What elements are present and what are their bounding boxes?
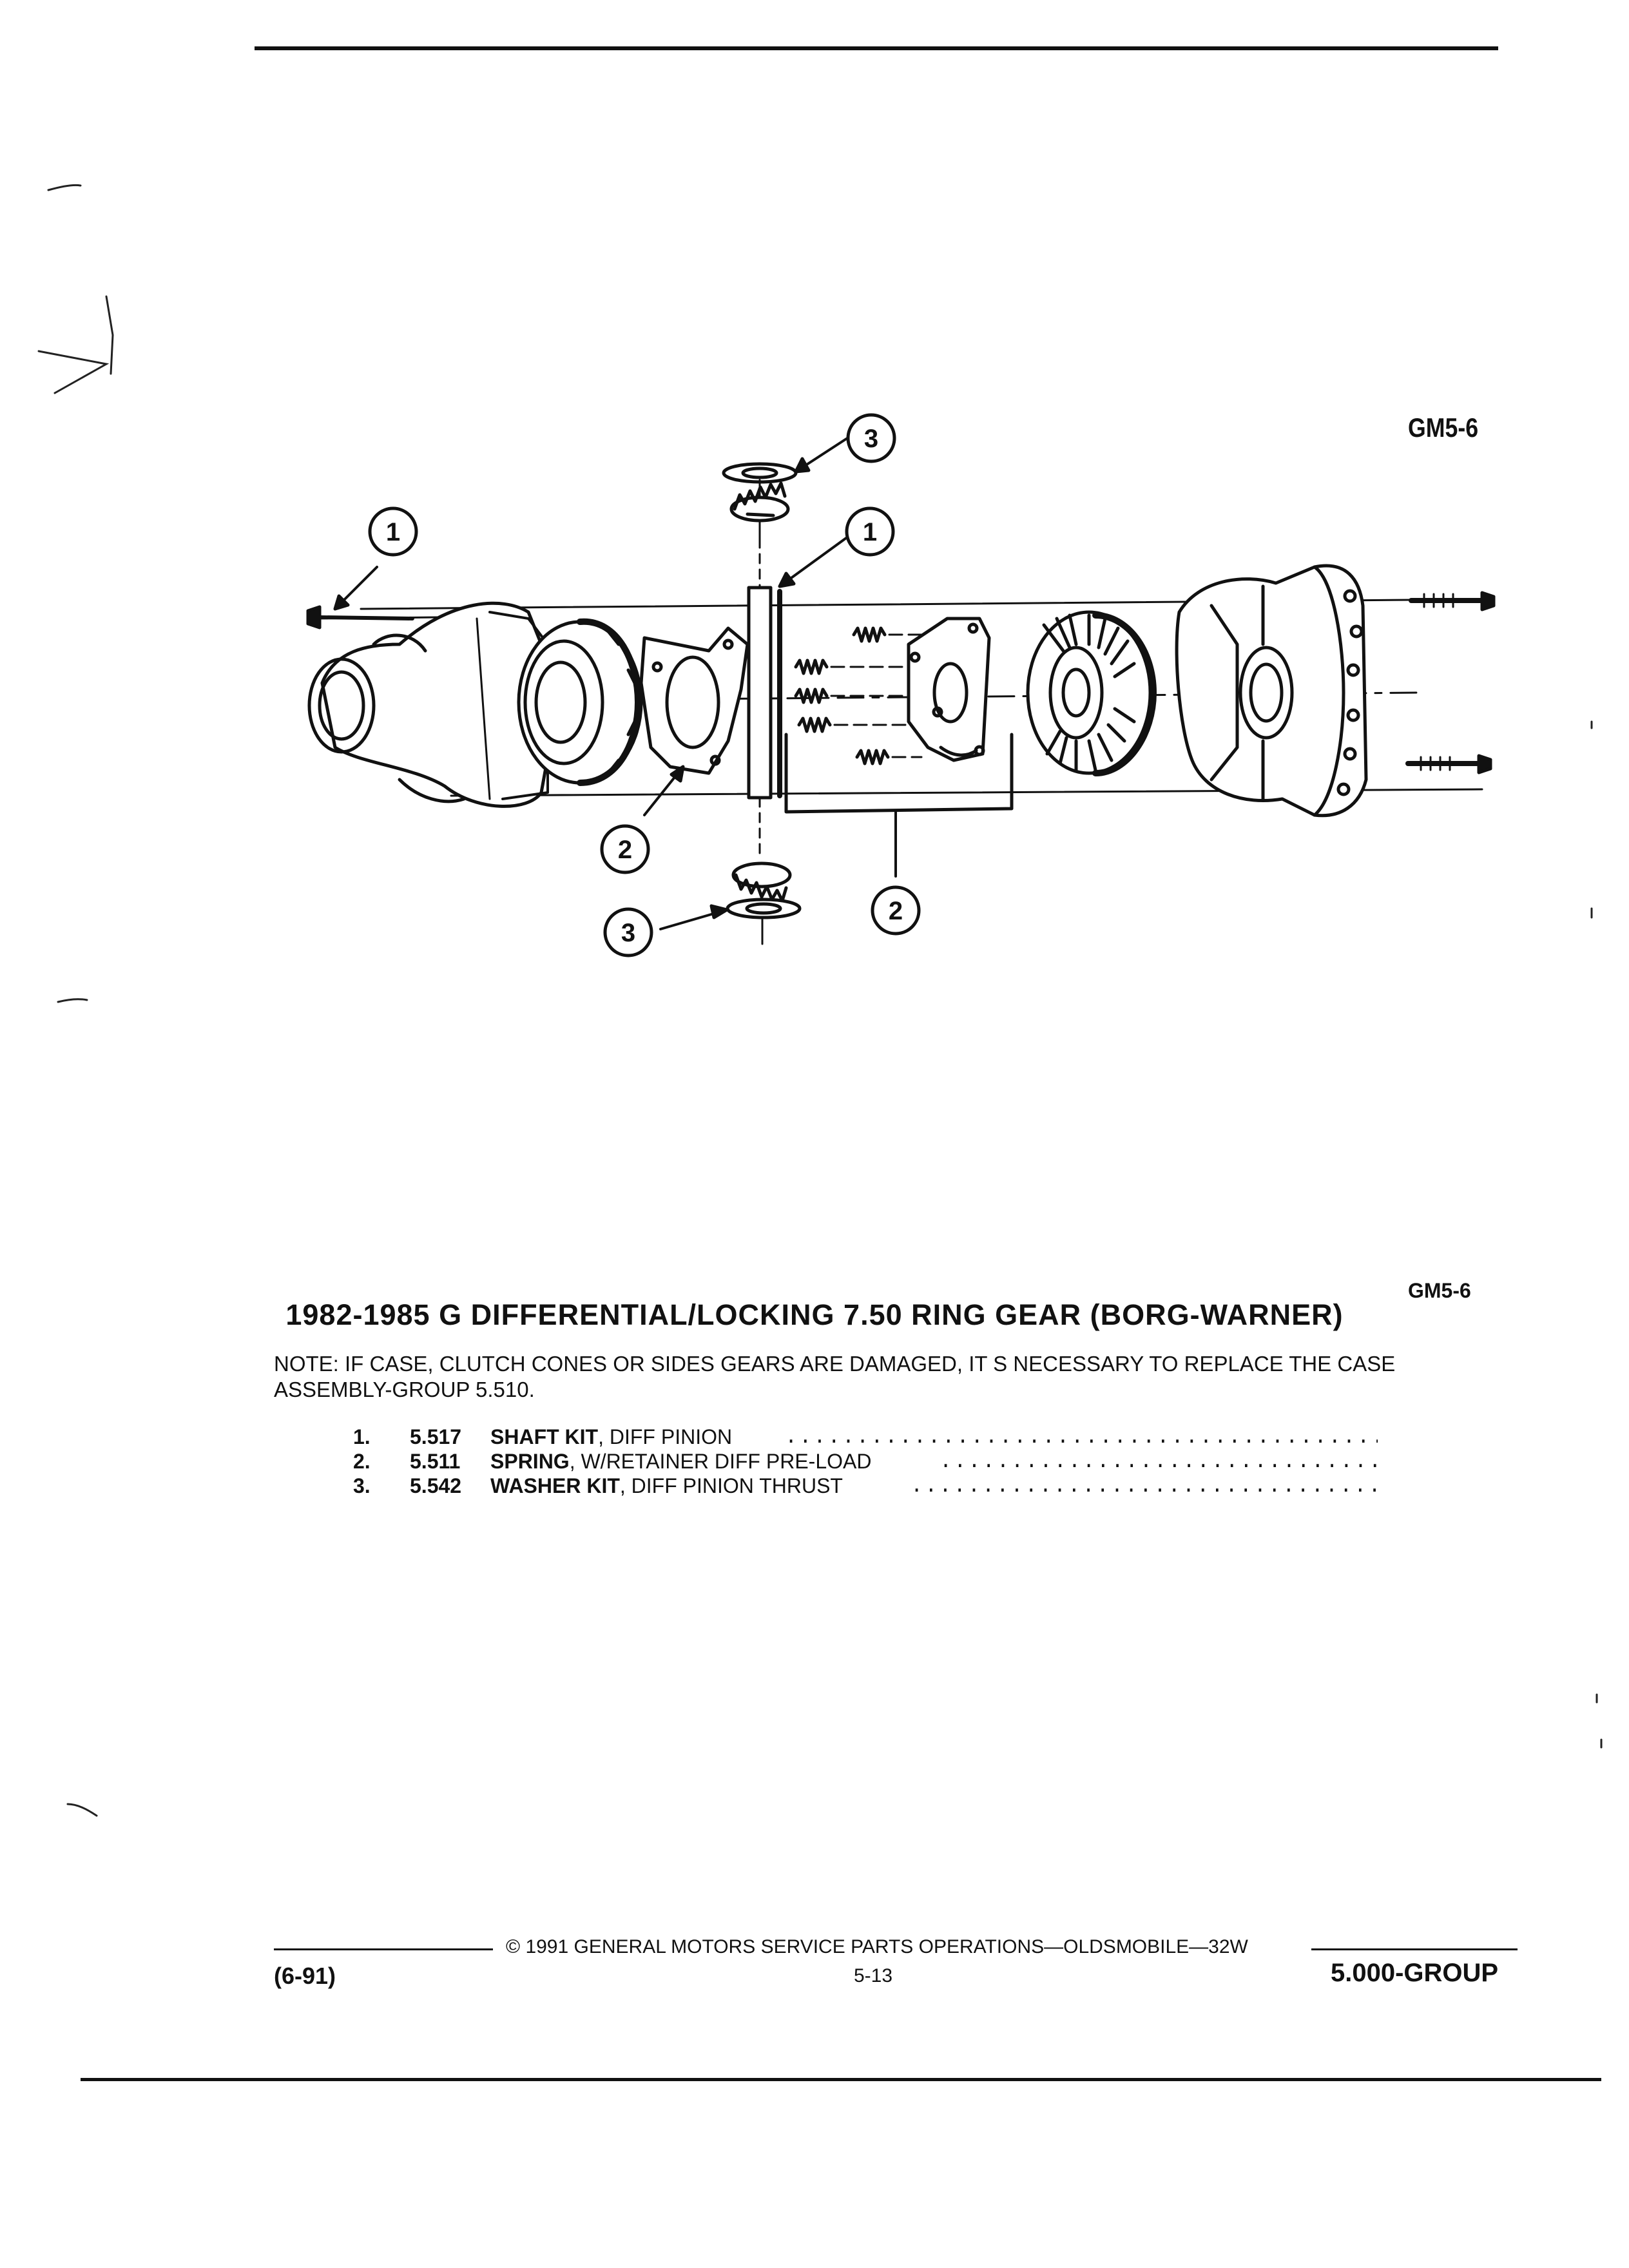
part-name-text: SHAFT KIT	[490, 1425, 599, 1448]
differential-case-right	[1175, 564, 1368, 818]
callout-circle	[603, 907, 653, 957]
callout-circle	[600, 824, 650, 874]
retainer-plate-right	[907, 617, 991, 762]
figure-code-top: GM5-6	[1408, 412, 1479, 443]
part-number: 1.	[353, 1425, 371, 1448]
part-name: SHAFT KIT, DIFF PINION	[490, 1425, 732, 1449]
part-name-text: SPRING	[490, 1450, 570, 1473]
bolt-left	[306, 605, 414, 629]
callout-label: 3	[621, 919, 635, 947]
callout-label: 2	[618, 836, 632, 864]
retainer-plate-left	[639, 626, 749, 775]
part-number: 2.	[353, 1450, 371, 1473]
part-name-text: WASHER KIT	[490, 1474, 620, 1497]
footer-date: (6-91)	[274, 1963, 336, 1989]
part-group: 5.542	[410, 1474, 462, 1497]
footer-rule-right	[1311, 1948, 1518, 1950]
clutch-cone-left	[517, 618, 643, 786]
bottom-rule	[81, 2078, 1601, 2081]
part-desc: , DIFF PINION	[598, 1425, 733, 1448]
bolt-right-top	[1409, 591, 1496, 611]
part-group: 5.517	[410, 1425, 462, 1448]
callout-label: 2	[889, 897, 903, 925]
figure-code-bottom: GM5-6	[1408, 1279, 1471, 1302]
callout-label: 1	[386, 518, 400, 546]
parts-list-row: 2. 5.511 SPRING, W/RETAINER DIFF PRE-LOA…	[353, 1450, 1384, 1474]
callout-circle	[368, 506, 418, 557]
part-group: 5.511	[410, 1450, 461, 1473]
pinion-gear-bottom	[731, 861, 792, 903]
footer-page-number: 5-13	[854, 1965, 893, 1986]
note-line-2: ASSEMBLY-GROUP 5.510.	[274, 1378, 535, 1401]
part-desc: , W/RETAINER DIFF PRE-LOAD	[569, 1450, 872, 1473]
callout-circle	[845, 506, 895, 557]
top-rule	[255, 46, 1498, 50]
leader-dots: ........................................…	[940, 1450, 1384, 1474]
footer-group: 5.000-GROUP	[1331, 1959, 1499, 1987]
callout-label: 3	[864, 425, 878, 453]
differential-case-left	[307, 601, 556, 808]
callout-circle	[846, 413, 896, 463]
note-line-1: NOTE: IF CASE, CLUTCH CONES OR SIDES GEA…	[274, 1352, 1396, 1376]
callout-circle	[871, 885, 921, 936]
bolt-right-bottom	[1405, 754, 1492, 774]
footer-copyright: © 1991 GENERAL MOTORS SERVICE PARTS OPER…	[506, 1936, 1248, 1957]
leader-dots: ........................................…	[785, 1425, 1378, 1449]
part-name: SPRING, W/RETAINER DIFF PRE-LOAD	[490, 1450, 871, 1474]
part-name: WASHER KIT, DIFF PINION THRUST	[490, 1474, 843, 1498]
leader-dots: ........................................…	[911, 1474, 1384, 1498]
page-title: 1982-1985 G DIFFERENTIAL/LOCKING 7.50 RI…	[285, 1298, 1344, 1331]
axis-centerline	[334, 691, 1419, 704]
callout-label: 1	[863, 518, 877, 546]
pinion-shaft	[747, 553, 782, 858]
clutch-cone-right	[1026, 610, 1157, 776]
spring-bracket	[784, 733, 1014, 814]
thrust-washer-bottom	[726, 898, 802, 919]
part-desc: , DIFF PINION THRUST	[619, 1474, 843, 1497]
footer-rule-left	[274, 1948, 493, 1950]
parts-list-row: 1. 5.517 SHAFT KIT, DIFF PINION ........…	[353, 1425, 1378, 1450]
parts-list-row: 3. 5.542 WASHER KIT, DIFF PINION THRUST …	[353, 1474, 1384, 1499]
exploded-differential-diagram: 1 1 2 2 3 3	[306, 413, 1496, 957]
part-number: 3.	[353, 1474, 371, 1497]
